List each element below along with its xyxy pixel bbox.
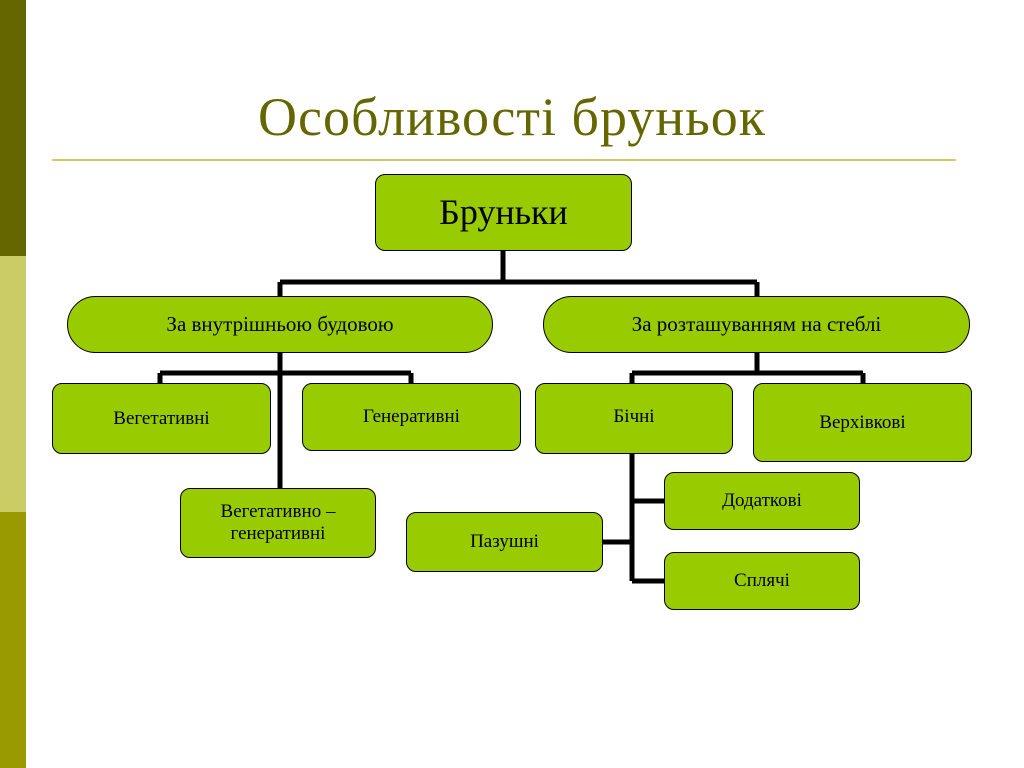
node-adventitious: Додаткові xyxy=(664,472,860,530)
node-buds: Бруньки xyxy=(375,174,632,251)
node-by-stem-position: За розташуванням на стеблі xyxy=(543,296,970,353)
connector-root-to-categories xyxy=(277,251,760,296)
node-axillary-label: Пазушні xyxy=(470,531,539,553)
sidebar-band-olive xyxy=(0,512,26,768)
node-lateral-label: Бічні xyxy=(613,406,655,427)
node-by-internal-structure-label: За внутрішньою будовою xyxy=(166,312,394,337)
node-vegetative-label: Вегетативні xyxy=(113,407,210,429)
node-vegetative: Вегетативні xyxy=(52,383,271,454)
node-generative-label: Генеративні xyxy=(363,406,460,427)
slide-title: Особливості бруньок xyxy=(257,87,766,147)
node-buds-label: Бруньки xyxy=(439,191,568,232)
connector-lateral-to-subtypes xyxy=(603,454,664,584)
node-dormant-label: Сплячі xyxy=(734,570,790,592)
node-vegetative-generative-line1: Вегетативно – xyxy=(220,501,336,523)
node-vegetative-generative-line2: генеративні xyxy=(230,523,326,544)
node-axillary: Пазушні xyxy=(406,512,603,572)
node-adventitious-label: Додаткові xyxy=(722,490,802,512)
node-by-internal-structure: За внутрішньою будовою xyxy=(67,296,493,353)
sidebar-band-light xyxy=(0,256,26,512)
node-generative: Генеративні xyxy=(302,383,521,451)
connector-position-to-types xyxy=(629,353,866,383)
title-divider xyxy=(52,159,956,161)
node-apical-label: Верхівкові xyxy=(819,411,906,433)
node-by-stem-position-label: За розташуванням на стеблі xyxy=(631,312,882,337)
sidebar-band-dark xyxy=(0,0,26,256)
node-dormant: Сплячі xyxy=(664,552,860,610)
node-apical: Верхівкові xyxy=(753,383,972,462)
node-lateral: Бічні xyxy=(535,383,733,454)
node-vegetative-generative: Вегетативно – генеративні xyxy=(180,488,376,558)
connector-structure-to-types xyxy=(157,353,414,488)
